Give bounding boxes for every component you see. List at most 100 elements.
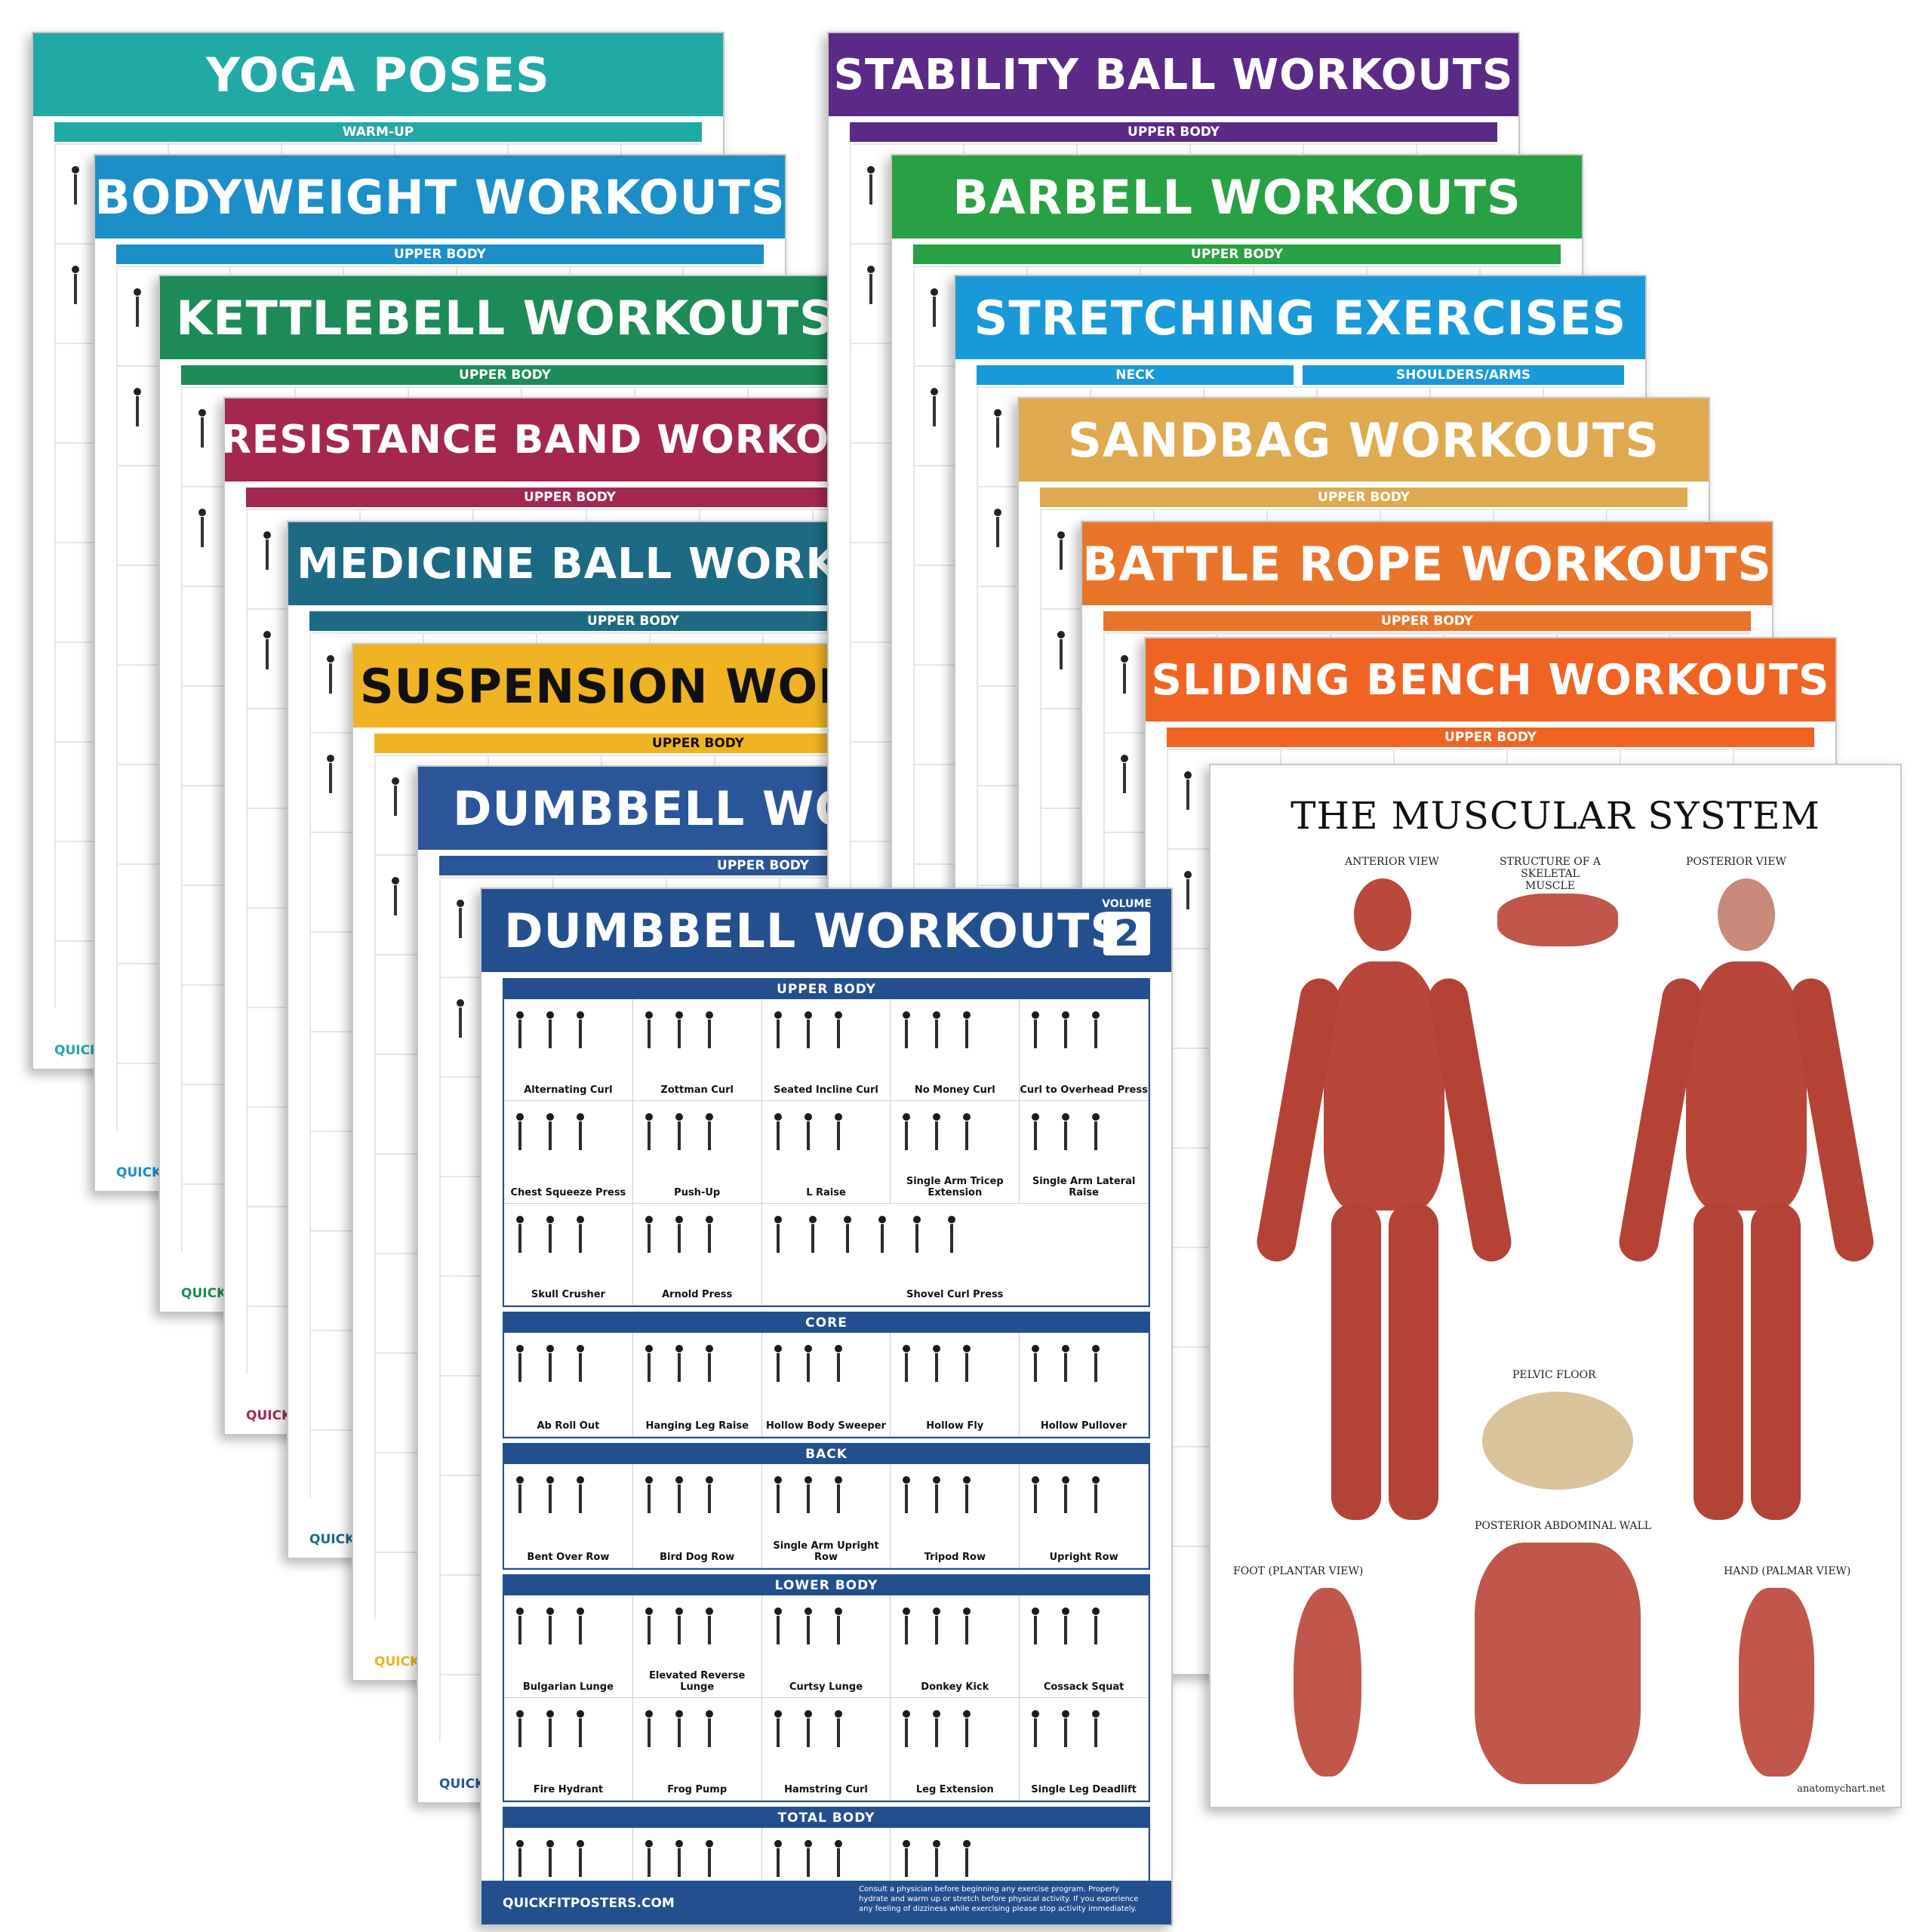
exercise-cell: Shovel Curl Press	[761, 1203, 1149, 1306]
exercise-figure-icon	[833, 1710, 844, 1748]
exercise-figure-icon	[912, 1215, 922, 1254]
label-posterior-abdominal-wall: POSTERIOR ABDOMINAL WALL	[1475, 1520, 1652, 1532]
section-header: UPPER BODY	[504, 980, 1149, 999]
exercise-cell: Single Arm Upright Row	[761, 1464, 891, 1568]
poster-title: BARBELL WORKOUTS	[892, 155, 1582, 238]
exercise-figure-icon	[773, 1215, 783, 1254]
exercise-cell: Hollow Fly	[891, 1333, 1020, 1437]
exercise-figure-icon	[1091, 1345, 1101, 1383]
exercise-figure-icon	[545, 1345, 555, 1383]
exercise-label: Chest Squeeze Press	[510, 1186, 626, 1198]
exercise-figure-icon	[674, 1011, 685, 1049]
section-header: LOWER BODY	[504, 1576, 1149, 1595]
exercise-figure-icon	[704, 1215, 715, 1254]
exercise-figure-icon	[545, 1710, 555, 1748]
exercise-figure-icon	[931, 1840, 942, 1878]
exercise-cell: Elevated Reverse Lunge	[632, 1595, 762, 1698]
exercise-cell: Skull Crusher	[504, 1203, 633, 1306]
exercise-figure-icon	[961, 1113, 972, 1151]
section-header: UPPER BODY	[181, 365, 829, 385]
exercise-label: Seated Incline Curl	[774, 1084, 878, 1097]
label-pelvic-floor: PELVIC FLOOR	[1512, 1369, 1596, 1381]
exercise-cell: Hollow Pullover	[1020, 1333, 1149, 1437]
exercise-figure-icon	[575, 1011, 586, 1049]
exercise-figure-icon	[773, 1710, 783, 1748]
exercise-label: Leg Extension	[915, 1784, 994, 1795]
exercise-figure-icon	[69, 266, 82, 305]
exercise-figure-icon	[928, 288, 940, 328]
exercise-figure-icon	[575, 1710, 586, 1748]
skeletal-muscle-illustration	[1497, 894, 1618, 946]
exercise-figure-icon	[901, 1113, 912, 1151]
exercise-figure-icon	[1055, 531, 1067, 571]
exercise-figure-icon	[674, 1215, 685, 1254]
exercise-label: Hanging Leg Raise	[645, 1420, 749, 1432]
exercise-figure-icon	[325, 655, 337, 694]
exercise-figure-icon	[1091, 1113, 1101, 1151]
exercise-figure-icon	[545, 1476, 555, 1514]
label-anterior-view: ANTERIOR VIEW	[1345, 856, 1439, 868]
exercise-figure-icon	[946, 1215, 957, 1254]
poster-footer: QUICK	[246, 1408, 292, 1423]
exercise-figure-icon	[865, 266, 877, 305]
exercise-figure-icon	[545, 1113, 555, 1151]
exercise-figure-icon	[992, 509, 1004, 548]
exercise-figure-icon	[931, 1345, 942, 1383]
exercise-figure-icon	[1060, 1113, 1071, 1151]
exercise-cell: Curtsy Lunge	[761, 1595, 891, 1698]
exercise-figure-icon	[773, 1476, 783, 1514]
exercise-figure-icon	[1030, 1011, 1041, 1049]
exercise-cell: Ab Roll Out	[504, 1333, 633, 1437]
exercise-figure-icon	[901, 1476, 912, 1514]
exercise-label: Bulgarian Lunge	[522, 1681, 614, 1693]
label-structure-skeletal-muscle: STRUCTURE OF A SKELETAL MUSCLE	[1499, 856, 1601, 892]
exercise-figure-icon	[773, 1113, 783, 1151]
exercise-figure-icon	[961, 1607, 972, 1645]
poster-title: DUMBBELL WORKOUTS	[481, 889, 1171, 972]
exercise-figure-icon	[1060, 1345, 1071, 1383]
exercise-figure-icon	[833, 1476, 844, 1514]
exercise-figure-icon	[803, 1345, 814, 1383]
exercise-cell: Leg Extension	[891, 1698, 1020, 1801]
section-lower-body: LOWER BODY Bulgarian Lunge Elevated Revers…	[503, 1574, 1150, 1802]
exercise-figure-icon	[704, 1710, 715, 1748]
exercise-figure-icon	[644, 1476, 654, 1514]
exercise-figure-icon	[901, 1710, 912, 1748]
exercise-cell: Single Leg Deadlift	[1020, 1698, 1149, 1801]
exercise-label: Donkey Kick	[921, 1681, 989, 1693]
poster-title: YOGA POSES	[33, 33, 723, 116]
exercise-figure-icon	[261, 631, 273, 670]
poster-footer: QUICKF	[116, 1165, 171, 1180]
exercise-cell: Seated Incline Curl	[761, 999, 891, 1102]
exercise-figure-icon	[575, 1840, 586, 1878]
foot-illustration	[1294, 1588, 1361, 1777]
exercise-figure-icon	[773, 1345, 783, 1383]
exercise-figure-icon	[931, 1710, 942, 1748]
poster-title: KETTLEBELL WORKOUTS	[160, 276, 850, 359]
label-foot-plantar-view: FOOT (PLANTAR VIEW)	[1233, 1565, 1364, 1577]
exercise-figure-icon	[515, 1113, 525, 1151]
exercise-label: L Raise	[806, 1186, 846, 1198]
exercise-figure-icon	[325, 755, 337, 794]
exercise-cell: No Money Curl	[891, 999, 1020, 1102]
anatomy-website: anatomychart.net	[1797, 1783, 1885, 1795]
exercise-figure-icon	[674, 1113, 685, 1151]
exercise-figure-icon	[674, 1710, 685, 1748]
disclaimer-text: Consult a physician before beginning any…	[859, 1885, 1139, 1913]
poster-title: SLIDING BENCH WORKOUTS	[1146, 638, 1835, 721]
exercise-figure-icon	[644, 1607, 654, 1645]
exercise-figure-icon	[644, 1710, 654, 1748]
exercise-figure-icon	[644, 1345, 654, 1383]
exercise-figure-icon	[1030, 1345, 1041, 1383]
exercise-cell: Push-Up	[632, 1101, 762, 1204]
exercise-figure-icon	[644, 1215, 654, 1254]
exercise-cell: Alternating Curl	[504, 999, 633, 1102]
pelvic-floor-illustration	[1482, 1392, 1633, 1490]
exercise-figure-icon	[833, 1113, 844, 1151]
poster-footer: QUICK	[439, 1777, 485, 1792]
exercise-label: Zottman Curl	[660, 1084, 734, 1097]
exercise-figure-icon	[833, 1607, 844, 1645]
exercise-figure-icon	[928, 388, 940, 427]
exercise-label: Single Arm Upright Row	[773, 1540, 879, 1563]
